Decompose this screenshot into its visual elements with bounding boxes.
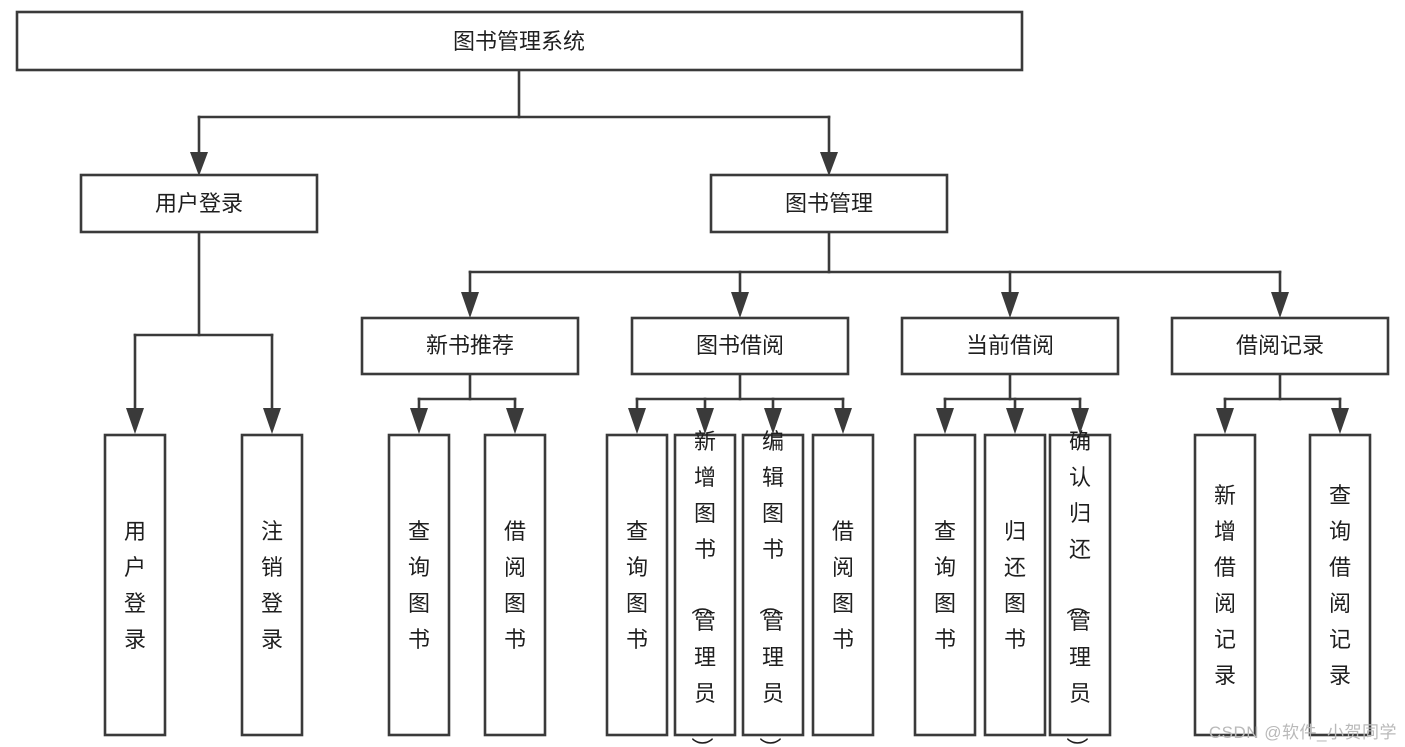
- leaf-user-login-1[interactable]: 注销登录: [240, 433, 304, 737]
- leaf-book-borrow-0[interactable]: 查询图书: [605, 433, 669, 737]
- arrow-book-borrow-leaf-0: [628, 408, 646, 434]
- leaf-borrow-records-0-label: 新增借阅记录: [1214, 483, 1236, 688]
- node-borrow-records[interactable]: 借阅记录: [1170, 316, 1390, 376]
- arrow-current-borrow-leaf-1: [1006, 408, 1024, 434]
- arrow-to-new-book: [461, 292, 479, 318]
- arrow-new-book-leaf-0: [410, 408, 428, 434]
- leaf-current-borrow-1-label: 归还图书: [1004, 519, 1026, 652]
- arrow-new-book-leaf-1: [506, 408, 524, 434]
- leaf-new-book-0-label: 查询图书: [408, 519, 430, 652]
- node-user-login-label: 用户登录: [155, 191, 243, 216]
- leaf-book-borrow-0-box[interactable]: [605, 433, 669, 737]
- arrow-to-current-borrow: [1001, 292, 1019, 318]
- arrow-book-borrow-leaf-1: [696, 408, 714, 434]
- leaf-book-borrow-2-box[interactable]: [741, 433, 805, 737]
- node-root[interactable]: 图书管理系统: [15, 10, 1024, 72]
- leaf-current-borrow-0-label: 查询图书: [934, 519, 956, 652]
- node-current-borrow-label: 当前借阅: [966, 333, 1054, 358]
- node-book-borrow[interactable]: 图书借阅: [630, 316, 850, 376]
- leaf-book-borrow-3-label: 借阅图书: [832, 519, 854, 652]
- leaf-current-borrow-1[interactable]: 归还图书: [983, 433, 1047, 737]
- node-root-box[interactable]: [15, 10, 1024, 72]
- arrow-to-user-login: [190, 152, 208, 176]
- leaf-book-borrow-2[interactable]: 编辑图书（管理员）: [741, 429, 805, 747]
- node-book-management-label: 图书管理: [785, 191, 873, 216]
- leaf-current-borrow-2[interactable]: 确认归还（管理员）: [1048, 429, 1112, 747]
- leaf-book-borrow-3[interactable]: 借阅图书: [811, 433, 875, 737]
- leaf-user-login-1-box[interactable]: [240, 433, 304, 737]
- leaf-current-borrow-2-label: 确认归还（管理员）: [1064, 429, 1091, 747]
- leaf-book-borrow-1-box[interactable]: [673, 433, 737, 737]
- node-book-management-box[interactable]: [709, 173, 949, 234]
- arrow-book-borrow-leaf-3: [834, 408, 852, 434]
- arrow-book-borrow-leaf-2: [764, 408, 782, 434]
- arrow-to-book-borrow: [731, 292, 749, 318]
- leaf-current-borrow-1-box[interactable]: [983, 433, 1047, 737]
- arrow-borrow-records-leaf-0: [1216, 408, 1234, 434]
- leaf-new-book-1-box[interactable]: [483, 433, 547, 737]
- leaf-current-borrow-0[interactable]: 查询图书: [913, 433, 977, 737]
- node-borrow-records-box[interactable]: [1170, 316, 1390, 376]
- node-root-label: 图书管理系统: [453, 29, 585, 54]
- leaf-new-book-1-label: 借阅图书: [504, 519, 526, 652]
- leaf-borrow-records-1[interactable]: 查询借阅记录: [1308, 433, 1372, 737]
- node-borrow-records-label: 借阅记录: [1236, 333, 1324, 358]
- csdn-watermark: CSDN @软件_小贺同学: [1208, 723, 1397, 742]
- leaf-borrow-records-0[interactable]: 新增借阅记录: [1193, 433, 1257, 737]
- leaf-user-login-1-label: 注销登录: [261, 519, 283, 652]
- node-user-login-box[interactable]: [79, 173, 319, 234]
- leaf-book-borrow-0-label: 查询图书: [626, 519, 648, 652]
- leaf-borrow-records-1-label: 查询借阅记录: [1329, 483, 1351, 688]
- leaf-current-borrow-0-box[interactable]: [913, 433, 977, 737]
- leaf-book-borrow-2-label: 编辑图书（管理员）: [757, 429, 784, 747]
- leaf-user-login-0-label: 用户登录: [124, 519, 146, 652]
- leaf-new-book-0-box[interactable]: [387, 433, 451, 737]
- leaf-new-book-0[interactable]: 查询图书: [387, 433, 451, 737]
- arrow-to-borrow-records: [1271, 292, 1289, 318]
- leaf-current-borrow-2-box[interactable]: [1048, 433, 1112, 737]
- arrow-user-login-leaf-0: [126, 408, 144, 434]
- arrow-user-login-leaf-1: [263, 408, 281, 434]
- leaf-book-borrow-3-box[interactable]: [811, 433, 875, 737]
- leaf-book-borrow-1[interactable]: 新增图书（管理员）: [673, 429, 737, 747]
- node-current-borrow[interactable]: 当前借阅: [900, 316, 1120, 376]
- leaf-user-login-0-box[interactable]: [103, 433, 167, 737]
- node-new-book-recommend[interactable]: 新书推荐: [360, 316, 580, 376]
- arrow-current-borrow-leaf-2: [1071, 408, 1089, 434]
- node-new-book-recommend-box[interactable]: [360, 316, 580, 376]
- arrow-to-book-mgmt: [820, 152, 838, 176]
- leaf-borrow-records-1-box[interactable]: [1308, 433, 1372, 737]
- leaf-user-login-0[interactable]: 用户登录: [103, 433, 167, 737]
- node-new-book-recommend-label: 新书推荐: [426, 333, 514, 358]
- leaf-new-book-1[interactable]: 借阅图书: [483, 433, 547, 737]
- leaf-book-borrow-1-label: 新增图书（管理员）: [689, 429, 716, 747]
- node-user-login[interactable]: 用户登录: [79, 173, 319, 234]
- arrow-current-borrow-leaf-0: [936, 408, 954, 434]
- connector-layer: [126, 68, 1349, 434]
- arrow-borrow-records-leaf-1: [1331, 408, 1349, 434]
- node-book-borrow-box[interactable]: [630, 316, 850, 376]
- node-current-borrow-box[interactable]: [900, 316, 1120, 376]
- node-book-management[interactable]: 图书管理: [709, 173, 949, 234]
- leaf-borrow-records-0-box[interactable]: [1193, 433, 1257, 737]
- node-book-borrow-label: 图书借阅: [696, 333, 784, 358]
